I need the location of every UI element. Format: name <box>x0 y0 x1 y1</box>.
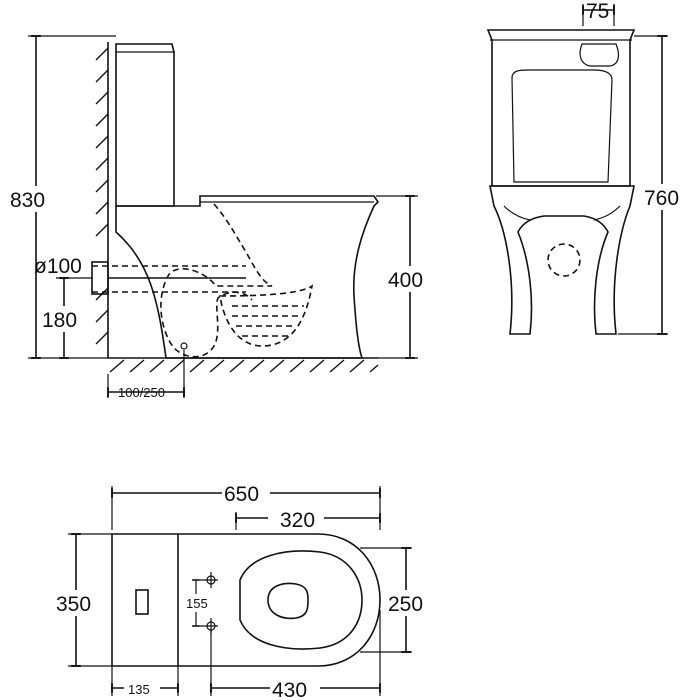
side-view: 830 180 ø100 400 100/250 <box>8 35 432 400</box>
trapway-dashed <box>160 203 273 358</box>
top-view: 155 650 320 350 250 135 <box>54 480 432 700</box>
dim-320-label: 320 <box>280 509 315 532</box>
seat-outline <box>239 550 363 650</box>
dim-250-label: 250 <box>388 593 423 616</box>
floor-hatching <box>109 359 379 373</box>
dim-100-250-label: 100/250 <box>118 385 165 400</box>
water-surface <box>219 284 314 347</box>
bowl-opening <box>267 582 309 620</box>
dim-650-label: 650 <box>224 483 259 506</box>
dim-430-label: 430 <box>272 679 307 700</box>
dim-diameter-label: ø100 <box>34 255 82 278</box>
dim-400-label: 400 <box>388 269 423 292</box>
front-view: 75 760 <box>486 0 690 335</box>
bowl-outline <box>115 195 380 359</box>
dim-135-label: 135 <box>128 682 150 697</box>
dim-830-label: 830 <box>10 189 45 212</box>
fixing-marks: 155 <box>184 572 218 634</box>
dim-75-label: 75 <box>586 0 609 23</box>
front-outlet-dashed <box>547 243 581 277</box>
top-outline <box>111 533 381 667</box>
dim-180-label: 180 <box>42 309 77 332</box>
pedestal-outline <box>489 185 635 335</box>
cistern-outline <box>115 43 175 207</box>
front-tank-inner <box>511 69 613 183</box>
dim-155-label: 155 <box>186 596 208 611</box>
flush-button-outline <box>579 43 620 67</box>
front-cistern-outline <box>486 29 636 187</box>
fixing-hole <box>180 342 188 350</box>
dim-350-label: 350 <box>56 593 91 616</box>
wall-hatching <box>95 47 109 345</box>
top-button <box>135 589 149 615</box>
dim-760-label: 760 <box>644 187 679 210</box>
